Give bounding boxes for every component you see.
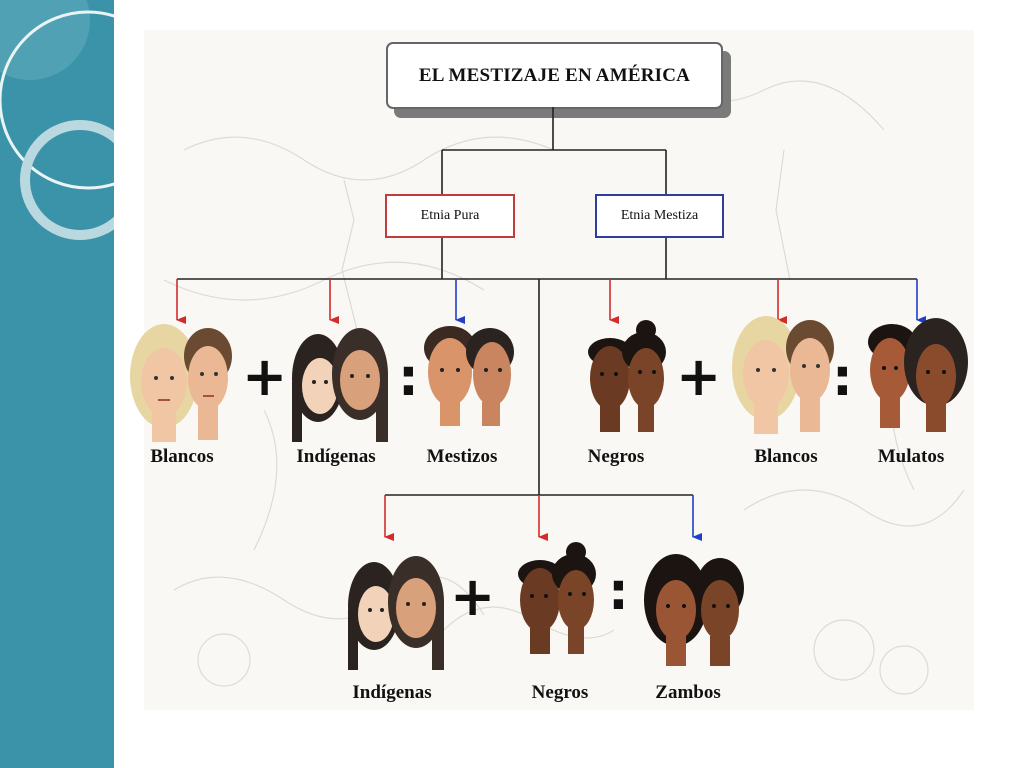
label-zambos: Zambos <box>655 682 721 703</box>
label-blancos-2: Blancos <box>754 446 818 467</box>
mulatto-couple-faces-icon <box>868 318 968 432</box>
label-negros-2: Negros <box>531 682 589 703</box>
plus-operator-2: + <box>676 345 722 408</box>
label-mulatos: Mulatos <box>877 446 945 467</box>
equals-operator: : <box>398 348 419 408</box>
label-negros: Negros <box>587 446 645 467</box>
equals-operator-3: : <box>608 562 629 622</box>
decorative-circles-icon <box>0 0 114 240</box>
plus-operator: + <box>242 345 288 408</box>
label-indigenas: Indígenas <box>296 446 376 467</box>
label-mestizos: Mestizos <box>426 446 498 467</box>
plus-operator-3: + <box>450 565 496 628</box>
sidebar-decoration <box>0 0 114 768</box>
label-blancos: Blancos <box>150 446 214 467</box>
category-mixed-ethnicity: Etnia Mestiza <box>595 194 724 238</box>
connector-lines <box>176 107 926 541</box>
category-pure-ethnicity: Etnia Pura <box>385 194 515 238</box>
black-couple-faces-icon-2 <box>518 542 596 654</box>
slide-content: EL MESTIZAJE EN AMÉRICA <box>114 0 1024 768</box>
white-couple-faces-icon-2 <box>732 316 834 434</box>
white-couple-faces-icon <box>130 324 232 442</box>
diagram-title: EL MESTIZAJE EN AMÉRICA <box>386 42 723 109</box>
indigenous-couple-faces-icon-2 <box>348 556 444 670</box>
indigenous-couple-faces-icon <box>292 328 388 442</box>
label-indigenas-2: Indígenas <box>352 682 432 703</box>
equals-operator-2: : <box>832 348 853 408</box>
black-couple-faces-icon <box>588 320 666 432</box>
zambo-couple-faces-icon <box>644 554 744 666</box>
mestizo-couple-faces-icon <box>424 326 514 426</box>
